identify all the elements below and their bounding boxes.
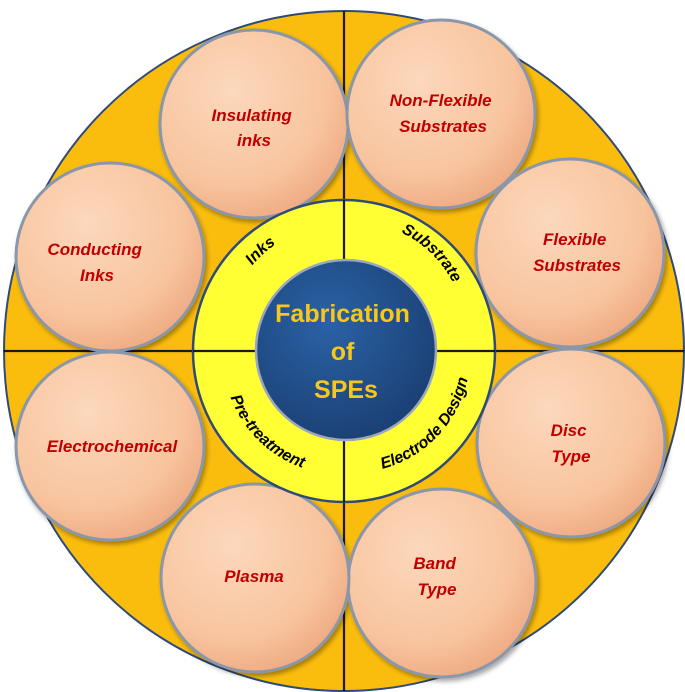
petal-label-flexible-substrates: Flexible Substrates — [533, 230, 621, 275]
petal-non-flexible-substrates — [345, 18, 537, 210]
petal-label-disc-type: Disc Type — [551, 421, 592, 466]
petal-label-non-flexible-substrates: Non-Flexible Substrates — [390, 91, 497, 136]
petal-label-conducting-inks: Conducting Inks — [47, 240, 146, 285]
petal-label-plasma: Plasma — [224, 567, 284, 586]
center-hub — [254, 258, 438, 442]
petal-flexible-substrates — [474, 157, 666, 349]
petal-electrochemical — [14, 350, 206, 542]
petal-disc-type — [475, 347, 667, 539]
center-title: Fabrication of SPEs — [275, 300, 417, 404]
petal-label-insulating-inks: Insulating inks — [211, 106, 296, 150]
petal-plasma — [159, 482, 351, 674]
petal-label-electrochemical: Electrochemical — [47, 437, 179, 456]
petal-label-band-type: Band Type — [413, 554, 460, 599]
